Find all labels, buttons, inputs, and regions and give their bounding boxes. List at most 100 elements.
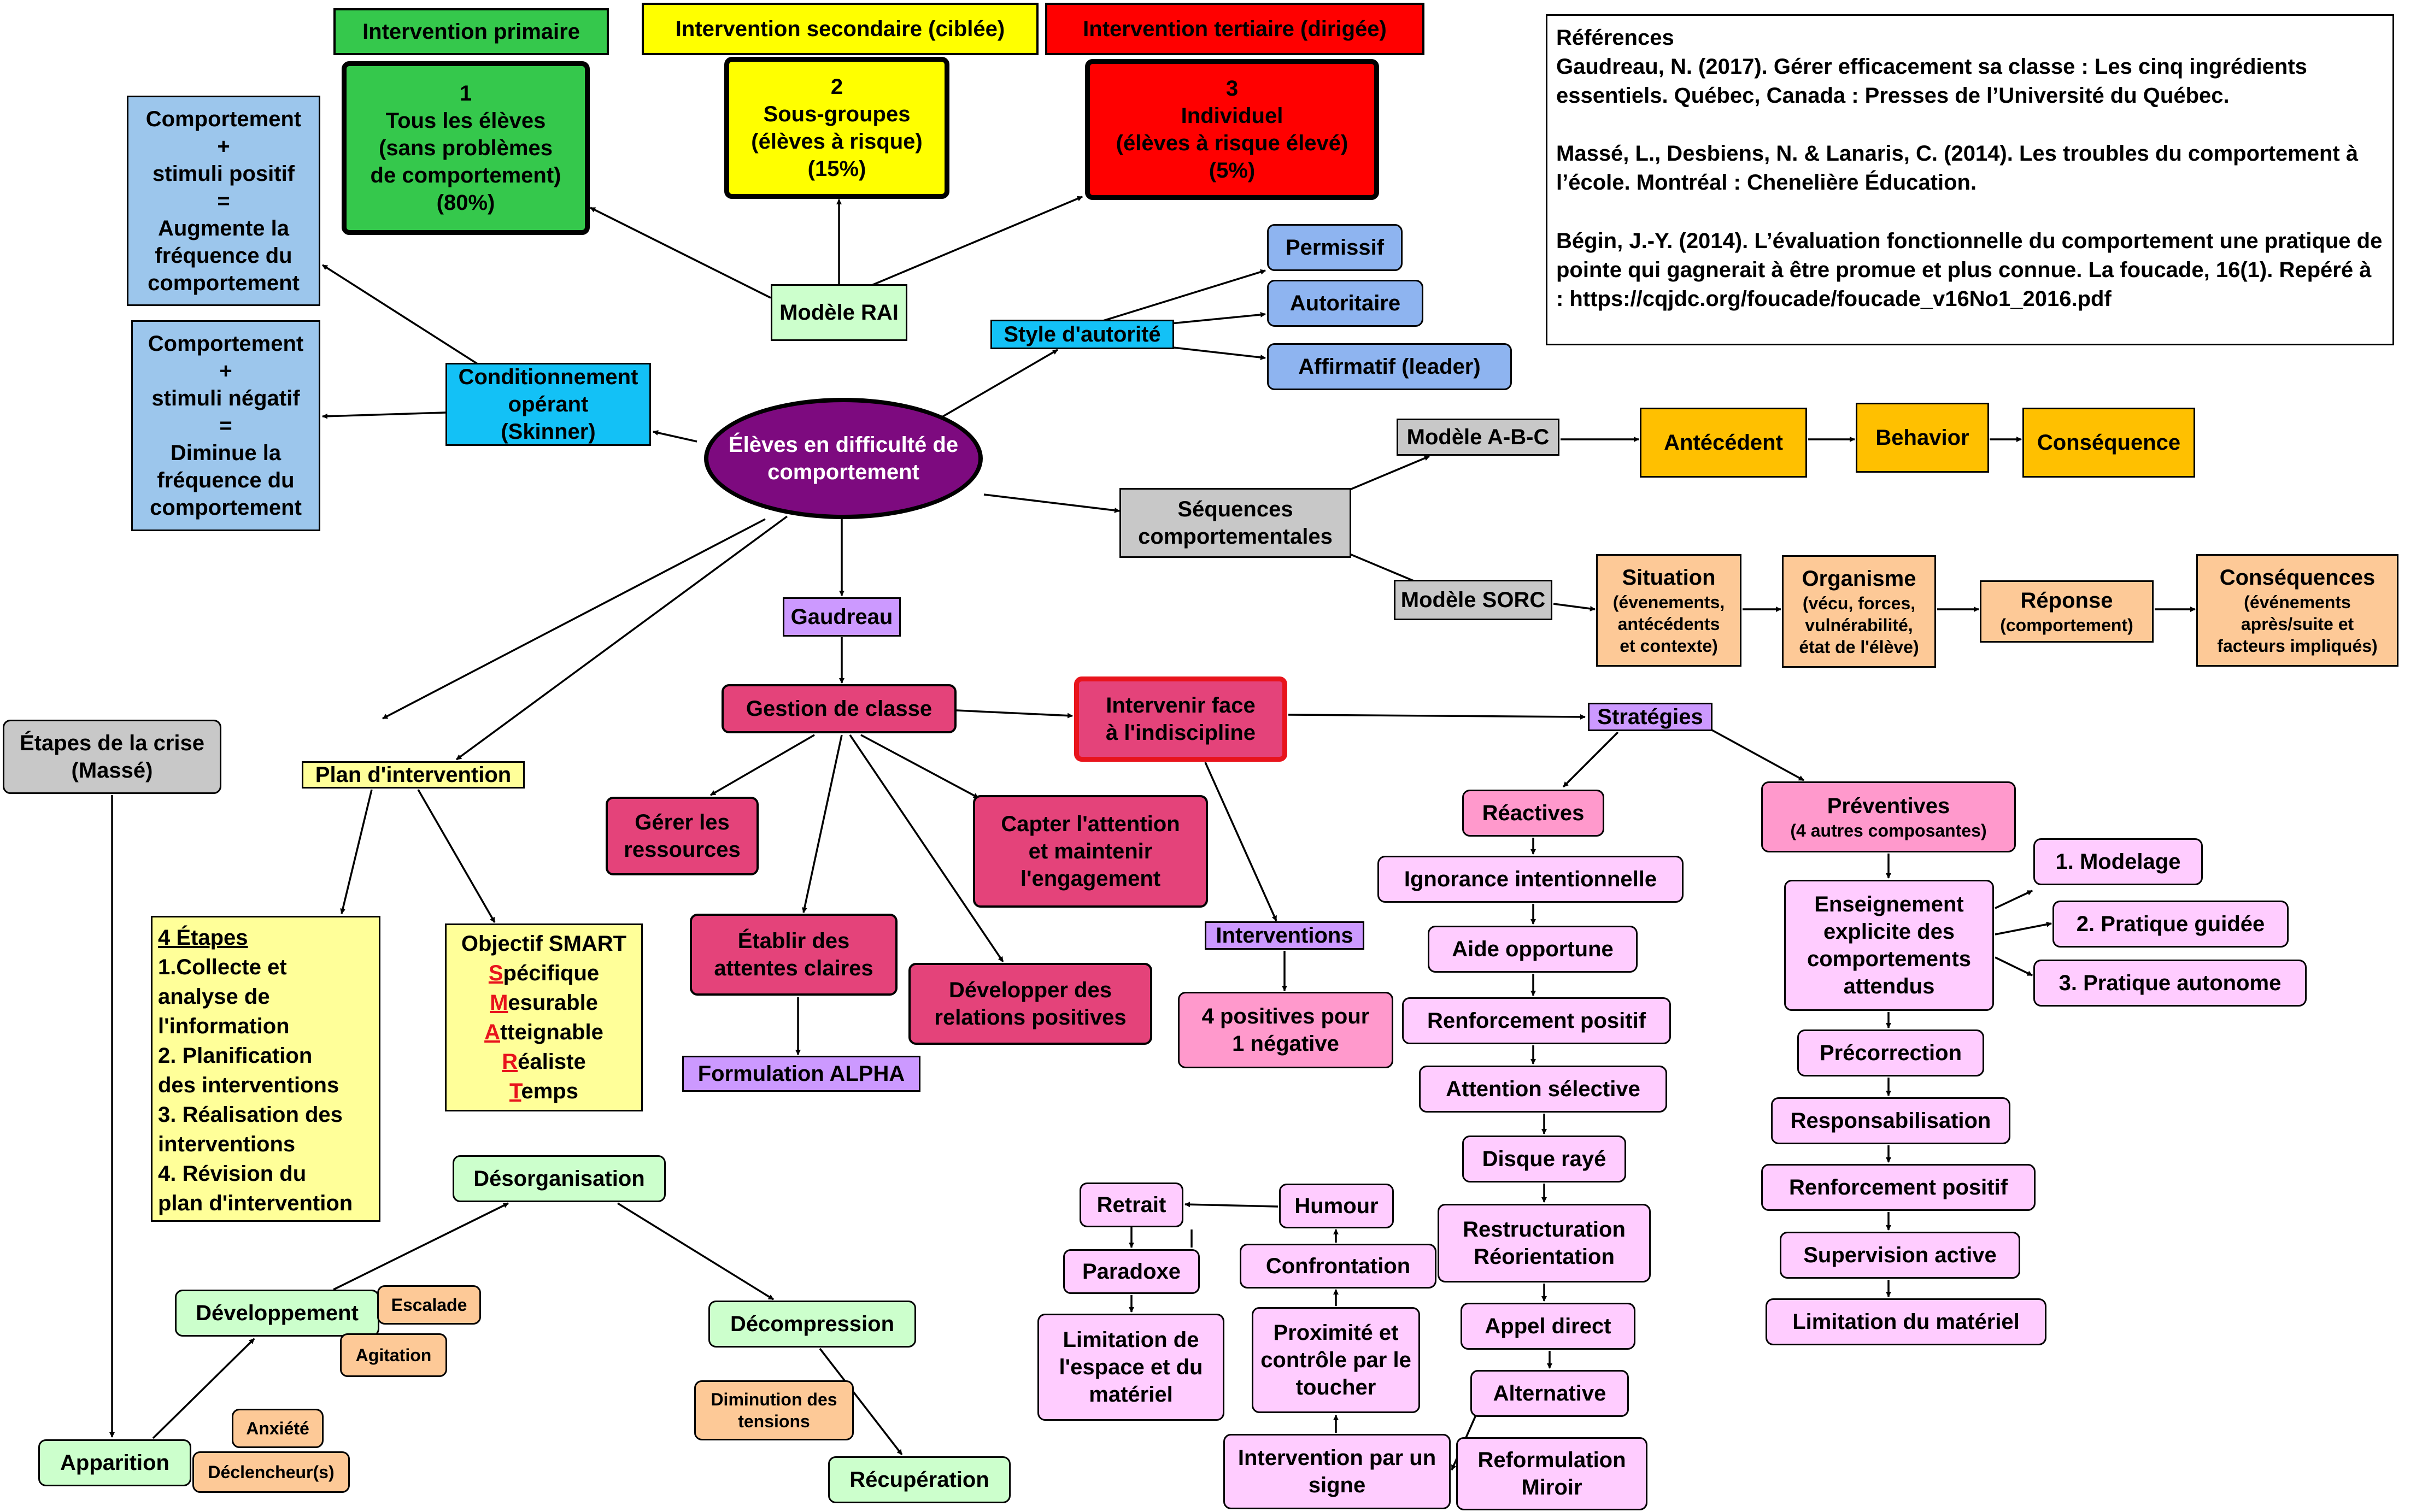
rai-tier-3-line: (élèves à risque élevé) <box>1116 131 1348 155</box>
rai-tier-1-line: de comportement) <box>370 163 561 187</box>
preventives-node: Préventives (4 autres composantes) <box>1761 781 2016 852</box>
crisis-title-line: (Massé) <box>71 758 153 783</box>
sorc-step-detail: vulnérabilité, <box>1805 615 1913 635</box>
rai-tier-2-line: Sous-groupes <box>763 102 911 126</box>
relations-positives-node: Développer des relations positives <box>908 963 1152 1045</box>
node-line: explicite des <box>1823 920 1955 944</box>
rai-tier-2-line: (15%) <box>807 157 866 181</box>
node-line: attentes claires <box>714 956 873 980</box>
capter-attention-node: Capter l'attention et maintenir l'engage… <box>973 795 1208 908</box>
connector-arrow <box>1204 762 1277 921</box>
center-title: Élèves en difficulté de comportement <box>728 433 959 484</box>
connector-arrow <box>1995 921 2052 936</box>
crisis-title-line: Étapes de la crise <box>20 731 204 755</box>
node-line: 1 négative <box>1232 1032 1339 1056</box>
connector-arrow <box>1710 728 1804 781</box>
attentes-claires-node: Établir des attentes claires <box>690 914 898 996</box>
sorc-consequences: Conséquences (événements après/suite et … <box>2196 554 2398 667</box>
skinner-title-line: Conditionnement <box>458 365 638 389</box>
node-line: Intervenir face <box>1106 693 1256 717</box>
smart-line: Spécifique <box>489 958 599 988</box>
crisis-phase-apparition: Apparition <box>38 1439 191 1486</box>
skinner-positive-line: = <box>217 189 230 213</box>
reactive-extra-item: Limitation de l'espace et du matériel <box>1037 1314 1224 1421</box>
ratio-node: 4 positives pour 1 négative <box>1178 992 1393 1068</box>
sorc-step-name: Organisme <box>1802 567 1916 591</box>
node-line: relations positives <box>934 1005 1127 1029</box>
crisis-note-escalade: Escalade <box>377 1285 481 1325</box>
reference-item: Bégin, J.-Y. (2014). L’évaluation foncti… <box>1556 228 2383 311</box>
authority-autoritaire: Autoritaire <box>1267 280 1423 327</box>
rai-tier-3-line: Individuel <box>1181 104 1283 128</box>
reactive-item: Alternative <box>1470 1370 1629 1417</box>
rai-tier-3-line: (5%) <box>1209 158 1256 183</box>
rai-tier-1-number: 1 <box>459 81 472 105</box>
strategies-node: Stratégies <box>1588 703 1712 731</box>
sorc-reponse: Réponse (comportement) <box>1980 580 2154 643</box>
connector-arrow <box>590 207 771 299</box>
crisis-note-anxiete: Anxiété <box>232 1409 324 1448</box>
connector-arrow <box>322 411 446 419</box>
rai-tier-3-header: Intervention tertiaire (dirigée) <box>1045 3 1424 55</box>
connector-arrow <box>1995 956 2033 976</box>
node-line: l'engagement <box>1020 867 1161 891</box>
connector-arrow <box>1344 455 1430 493</box>
skinner-title-line: (Skinner) <box>501 420 596 444</box>
sorc-organisme: Organisme (vécu, forces, vulnérabilité, … <box>1782 555 1936 668</box>
abc-antecedent: Antécédent <box>1640 408 1807 478</box>
gestion-classe-node: Gestion de classe <box>722 684 957 733</box>
connector-arrow <box>802 734 843 913</box>
node-line: et maintenir <box>1028 839 1153 863</box>
crisis-note-declencheur: Déclencheur(s) <box>192 1451 350 1493</box>
plan-step-line: 2. Planification <box>158 1044 313 1068</box>
gerer-ressources-node: Gérer les ressources <box>606 797 759 875</box>
connector-arrow <box>340 789 373 914</box>
node-line: à l'indiscipline <box>1105 721 1256 745</box>
connector-arrow <box>819 1348 903 1456</box>
abc-behavior: Behavior <box>1856 403 1989 473</box>
node-line: ressources <box>624 838 741 862</box>
node-line: Capter l'attention <box>1001 812 1180 836</box>
rai-tier-1-line: (80%) <box>436 191 495 215</box>
smart-title: Objectif SMART <box>461 932 627 956</box>
connector-arrow <box>152 1338 255 1439</box>
reactive-item: Reformulation Miroir <box>1456 1437 1647 1510</box>
sorc-step-name: Réponse <box>2020 589 2113 613</box>
connector-arrow <box>983 493 1120 513</box>
rai-tier-2-box: 2 Sous-groupes (élèves à risque) (15%) <box>724 57 949 199</box>
skinner-negative-line: + <box>219 359 232 383</box>
rai-tier-3-number: 3 <box>1225 77 1239 101</box>
rai-tier-1-line: Tous les élèves <box>385 109 546 133</box>
crisis-node: Étapes de la crise (Massé) <box>3 720 221 794</box>
sorc-step-detail: après/suite et <box>2241 614 2354 634</box>
plan-step-line: 1.Collecte et <box>158 955 287 979</box>
references-title: Références <box>1556 26 1674 50</box>
crisis-phase-recuperation: Récupération <box>828 1456 1011 1503</box>
plan-node: Plan d'intervention <box>302 761 525 789</box>
sorc-step-detail: et contexte) <box>1620 636 1718 656</box>
center-node: Élèves en difficulté de comportement <box>704 398 983 519</box>
reactive-extra-item: Humour <box>1279 1184 1394 1228</box>
rai-tier-2-header: Intervention secondaire (ciblée) <box>642 3 1039 55</box>
references-box: Références Gaudreau, N. (2017). Gérer ef… <box>1546 14 2394 345</box>
crisis-phase-desorganisation: Désorganisation <box>453 1155 666 1202</box>
connector-arrow <box>1288 714 1586 720</box>
skinner-negative-line: Comportement <box>148 332 304 356</box>
rai-tier-2-line: (élèves à risque) <box>751 130 923 154</box>
sequences-title-line: Séquences <box>1177 497 1293 521</box>
smart-box: Objectif SMART Spécifique Mesurable Atte… <box>445 923 643 1111</box>
smart-rest: pécifique <box>503 961 600 985</box>
rai-tier-1-header: Intervention primaire <box>333 8 609 55</box>
skinner-negative-line: comportement <box>150 496 302 520</box>
sorc-step-name: Conséquences <box>2219 566 2376 590</box>
connector-arrow <box>1562 731 1619 788</box>
skinner-negative-line: Diminue la <box>170 441 281 465</box>
rai-tier-3-box: 3 Individuel (élèves à risque élevé) (5%… <box>1085 59 1379 200</box>
smart-letter: T <box>509 1079 521 1103</box>
connector-arrow <box>653 430 697 443</box>
node-line: 4 positives pour <box>1201 1004 1370 1028</box>
preventive-item: Supervision active <box>1780 1232 2020 1279</box>
sorc-step-name: Situation <box>1622 566 1716 590</box>
